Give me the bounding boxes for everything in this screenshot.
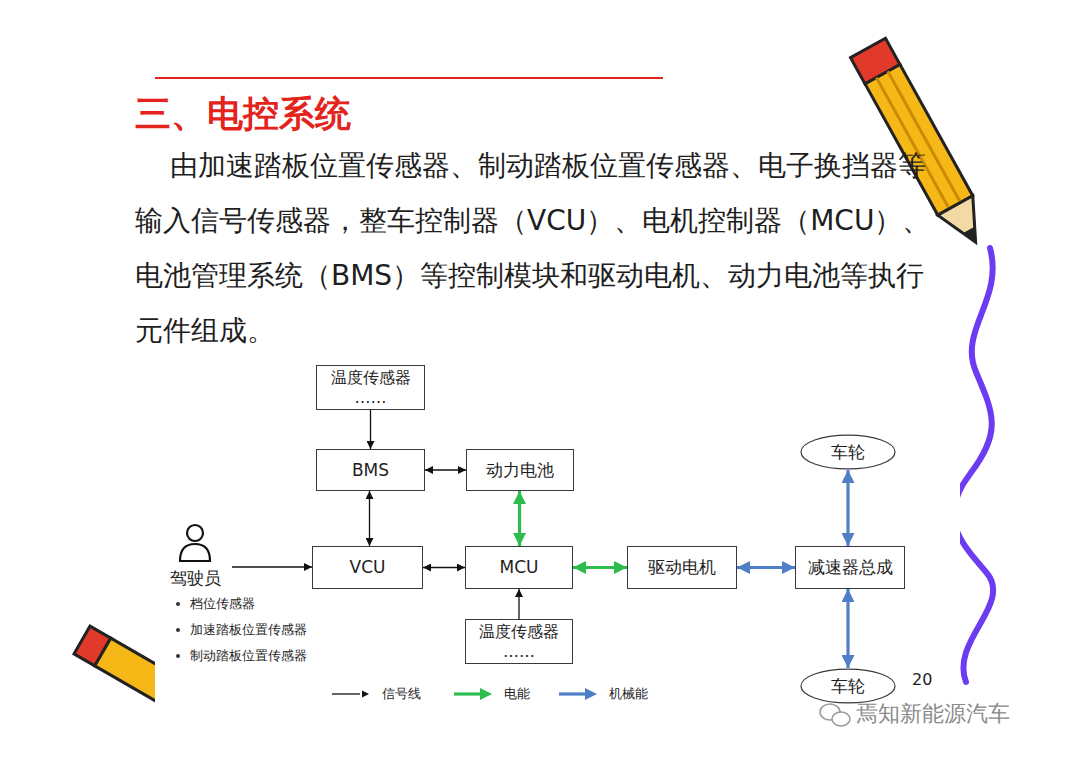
person-body <box>180 544 210 561</box>
node-label: BMS <box>352 460 389 480</box>
mechanical-flow <box>846 470 849 546</box>
bullet-item: 加速踏板位置传感器 <box>190 622 307 638</box>
legend-text: 信号线 <box>382 685 421 703</box>
bullet-dot <box>176 628 180 632</box>
signal-line <box>518 589 519 619</box>
node-label: 动力电池 <box>486 460 554 480</box>
component-box: 温度传感器…… <box>465 619 573 664</box>
pencil-tip <box>938 196 993 252</box>
legend-line <box>559 692 587 695</box>
legend-sample <box>330 687 370 701</box>
component-box: 减速器总成 <box>795 546 905 589</box>
bullet-item: 制动踏板位置传感器 <box>190 648 307 664</box>
node-label: 驾驶员 <box>170 568 221 588</box>
pencil-body <box>865 65 973 216</box>
ellipse-shape <box>801 669 895 703</box>
node-subtext: …… <box>355 388 387 407</box>
icon-bubble <box>832 712 850 726</box>
legend-sample <box>557 687 597 701</box>
component-box: 温度传感器…… <box>316 365 425 410</box>
legend-sample <box>452 687 492 701</box>
node-label: 车轮 <box>831 442 865 462</box>
bullet-dot <box>176 602 180 606</box>
diagram-panel <box>155 355 960 723</box>
page-number: 20 <box>912 670 932 689</box>
signal-line <box>370 410 371 449</box>
legend-arrowhead <box>585 688 597 700</box>
node-label: 减速器总成 <box>808 557 893 577</box>
title-rule <box>155 77 663 79</box>
signal-line <box>423 567 465 568</box>
legend-line <box>454 692 482 695</box>
pencil-stripe <box>888 71 961 202</box>
component-box: VCU <box>312 546 423 589</box>
component-box: BMS <box>316 449 425 491</box>
bullet-item: 档位传感器 <box>190 596 255 612</box>
person-head <box>187 525 203 541</box>
signal-line <box>369 491 370 546</box>
legend-arrowhead <box>480 688 492 700</box>
power-flow <box>573 566 627 569</box>
legend-entry: 机械能 <box>557 685 648 703</box>
power-flow <box>518 491 521 546</box>
pencil-stripe <box>876 78 949 209</box>
legend-entry: 信号线 <box>330 685 421 703</box>
node-label: MCU <box>500 557 539 577</box>
signal-line <box>425 469 466 470</box>
driver-icon-node: 驾驶员 <box>158 521 232 588</box>
node-subtext: …… <box>503 642 535 661</box>
signal-line <box>232 566 312 567</box>
component-box: MCU <box>465 546 573 589</box>
legend-line <box>332 693 360 694</box>
mechanical-flow <box>737 566 795 569</box>
slide-title: 三、电控系统 <box>135 90 351 139</box>
watermark: 焉知新能源汽车 <box>856 701 1010 727</box>
node-label: 车轮 <box>831 676 865 696</box>
node-label: 驱动电机 <box>648 557 716 577</box>
component-box: 动力电池 <box>466 449 574 491</box>
legend-text: 机械能 <box>609 685 648 703</box>
node-label: VCU <box>350 557 386 577</box>
wheel-ellipse: 车轮 <box>800 668 896 704</box>
bullet-dot <box>176 654 180 658</box>
node-label: 温度传感器 <box>331 368 411 387</box>
wechat-icon <box>820 704 850 726</box>
pencil-lead <box>963 227 982 246</box>
body-paragraph: 由加速踏板位置传感器、制动踏板位置传感器、电子换挡器等输入信号传感器，整车控制器… <box>135 138 935 358</box>
legend-entry: 电能 <box>452 685 530 703</box>
node-label: 温度传感器 <box>479 622 559 641</box>
component-box: 驱动电机 <box>627 546 737 589</box>
mechanical-flow <box>846 589 849 668</box>
ellipse-shape <box>801 435 895 469</box>
legend-arrowhead <box>362 691 369 698</box>
legend-text: 电能 <box>504 685 530 703</box>
wheel-ellipse: 车轮 <box>800 434 896 470</box>
